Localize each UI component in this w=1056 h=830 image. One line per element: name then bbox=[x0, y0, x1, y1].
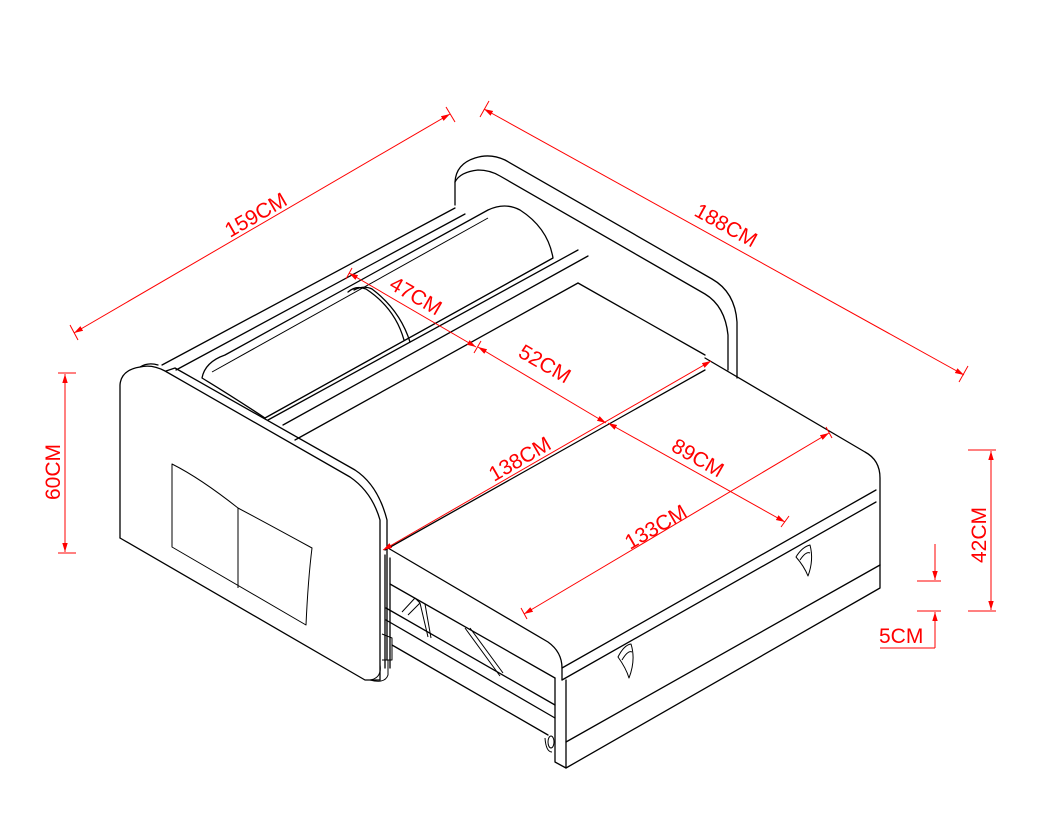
dimension-60: 60CM bbox=[42, 372, 76, 554]
dimension-47: 47CM bbox=[345, 267, 477, 348]
dimension-5: 5CM bbox=[879, 544, 941, 649]
dimension-52: 52CM bbox=[473, 340, 607, 424]
label-backrest-cushion-depth: 47CM bbox=[386, 272, 446, 320]
dimension-42: 42CM bbox=[968, 449, 996, 612]
dimension-188: 188CM bbox=[479, 100, 969, 383]
bed-frame-mechanism bbox=[384, 554, 556, 753]
label-seat-height: 42CM bbox=[968, 507, 991, 563]
dimension-89: 89CM bbox=[607, 422, 790, 528]
dimension-159: 159CM bbox=[69, 106, 456, 341]
dimensions: 159CM 188CM 60CM 47CM 52CM bbox=[42, 100, 996, 649]
label-footrest-width: 133CM bbox=[621, 501, 691, 555]
label-leg-clearance: 5CM bbox=[879, 625, 923, 648]
label-seat-depth: 52CM bbox=[515, 340, 575, 388]
label-overall-depth: 159CM bbox=[221, 189, 291, 243]
bolster-cushion bbox=[201, 205, 554, 419]
label-overall-height: 60CM bbox=[42, 444, 65, 500]
label-mattress-width: 138CM bbox=[485, 433, 555, 487]
pull-out-mattress bbox=[387, 357, 881, 769]
seat-section bbox=[294, 282, 706, 551]
right-armrest bbox=[454, 155, 738, 379]
label-overall-length: 188CM bbox=[691, 199, 761, 252]
label-footrest-depth: 89CM bbox=[668, 434, 728, 482]
